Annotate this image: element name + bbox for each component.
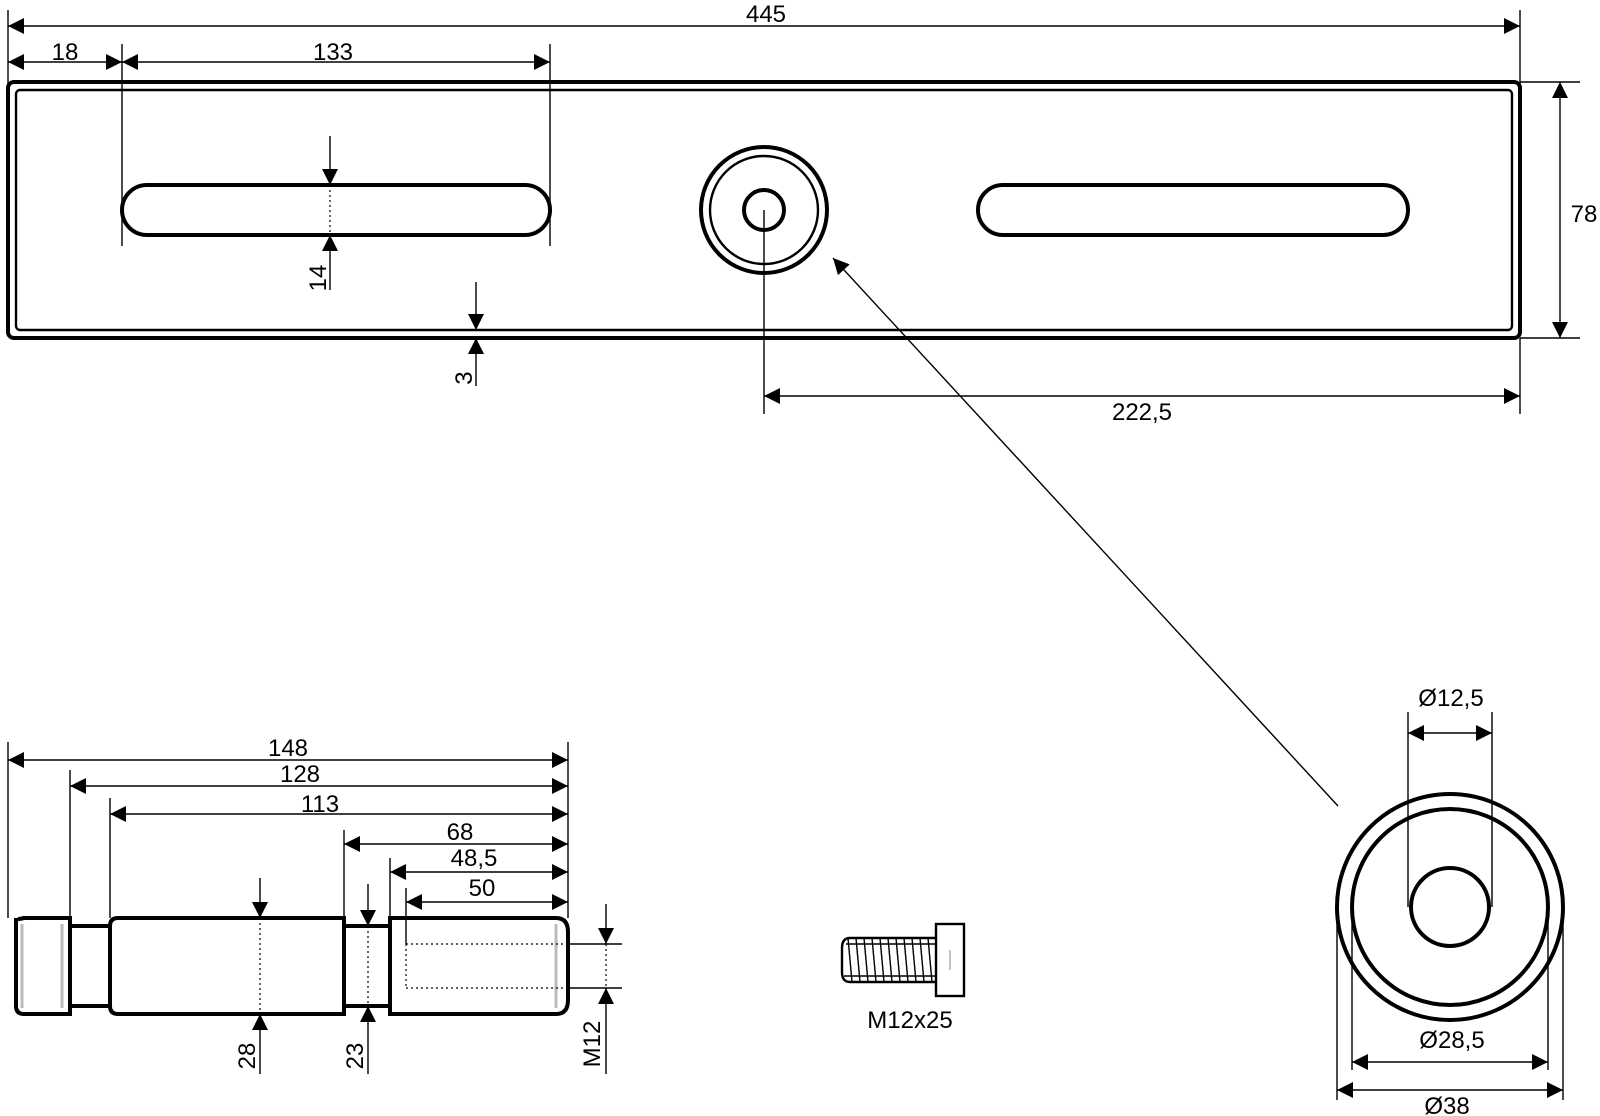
dim-pin-diameter-28: 28 [234,1043,261,1070]
left-slot [120,183,552,237]
pin-dimension-lines [8,752,614,1074]
dim-pin-length-68: 68 [447,819,474,846]
washer-extension-lines [1336,712,1564,1100]
dim-slot-offset: 18 [52,39,79,66]
dim-pin-total-length: 148 [268,735,308,762]
dim-edge: 3 [451,371,478,384]
dim-pin-thread-length: 50 [469,875,496,902]
pin-side-view [14,916,570,1016]
dim-plate-height: 78 [1571,201,1598,228]
plate-dimension-labels: 445 18 133 78 222,5 14 3 [52,1,1598,426]
dim-slot-width: 14 [305,265,332,292]
dim-pin-length-48-5: 48,5 [451,845,498,872]
washer-dimension-labels: Ø12,5 Ø28,5 Ø38 [1418,685,1484,1116]
bolt-m12x25: M12x25 [840,922,966,1034]
washer-top-view [1335,792,1565,1022]
washer-dimension-lines [1337,725,1563,1098]
dim-pin-thread: M12 [579,1021,606,1068]
dim-washer-middle: Ø28,5 [1419,1027,1484,1054]
plate-dimension-lines [8,18,1568,807]
plate-extension-lines [7,10,1580,414]
dim-slot-length: 133 [313,39,353,66]
dim-center-distance: 222,5 [1112,399,1172,426]
dim-overall-length: 445 [746,1,786,28]
bolt-label: M12x25 [867,1007,952,1034]
right-slot [976,183,1410,237]
dim-washer-bore: Ø12,5 [1418,685,1483,712]
dim-pin-length-113: 113 [301,791,339,818]
dim-pin-diameter-23: 23 [342,1043,369,1070]
dim-washer-outer: Ø38 [1424,1093,1469,1116]
dim-pin-length-128: 128 [280,761,320,788]
pin-dimension-labels: 148 128 113 68 48,5 50 28 23 M12 [234,735,606,1069]
